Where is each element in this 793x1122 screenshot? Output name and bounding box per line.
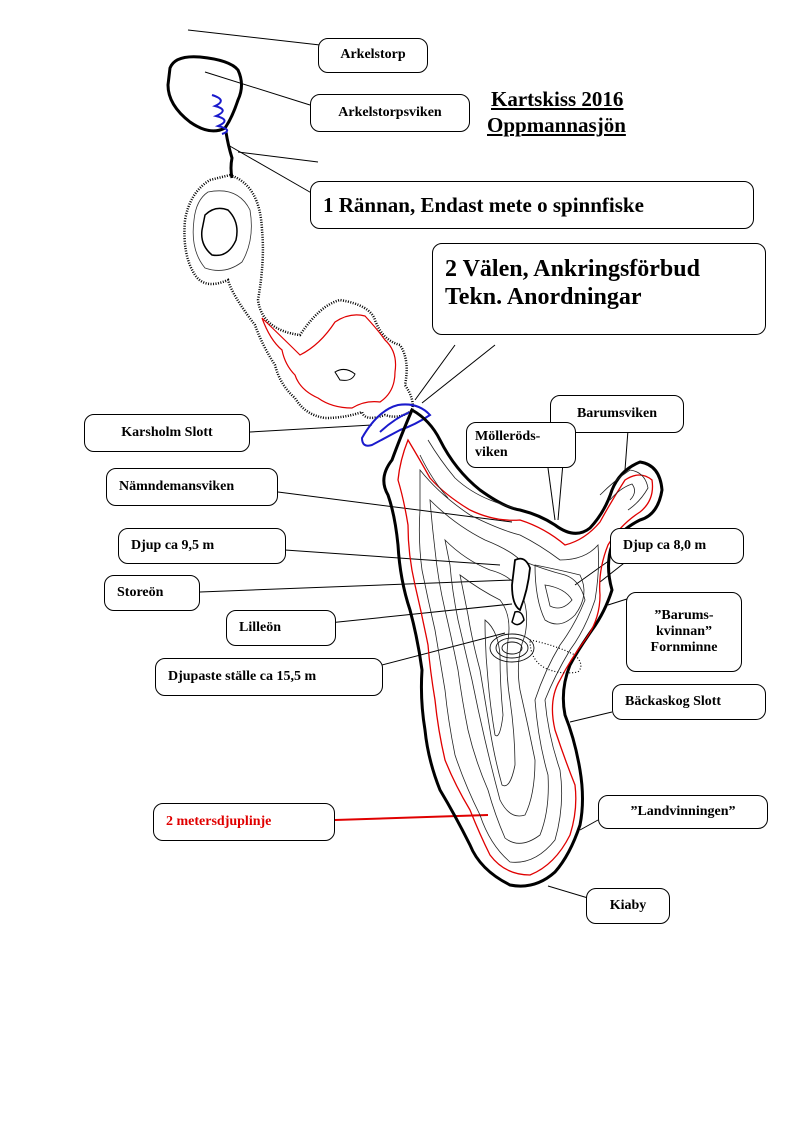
- label-barumskvinnan-line3: Fornminne: [650, 640, 718, 656]
- label-mollerods-line2: viken: [475, 445, 508, 460]
- label-rannan-text: 1 Rännan, Endast mete o spinnfiske: [323, 192, 644, 217]
- two-meter-leader: [334, 814, 489, 821]
- label-karsholm-text: Karsholm Slott: [121, 424, 213, 440]
- label-namndemansviken: Nämndemansviken: [106, 468, 278, 506]
- map-title-line2: Oppmannasjön: [487, 113, 626, 137]
- label-barumskvinnan-line2: kvinnan”: [655, 623, 713, 639]
- label-storeon-text: Storeön: [117, 584, 164, 600]
- label-karsholm: Karsholm Slott: [84, 414, 250, 452]
- label-backaskog-text: Bäckaskog Slott: [625, 693, 722, 709]
- label-arkelstorpsviken: Arkelstorpsviken: [310, 94, 470, 132]
- label-valen-line2: Tekn. Anordningar: [445, 283, 642, 310]
- label-djup-95-text: Djup ca 9,5 m: [131, 537, 215, 553]
- label-djupaste: Djupaste ställe ca 15,5 m: [155, 658, 383, 696]
- label-barumsviken-text: Barumsviken: [576, 405, 658, 421]
- label-arkelstorp-text: Arkelstorp: [340, 47, 406, 63]
- map-title-line1: Kartskiss 2016: [491, 87, 624, 111]
- main-lake-shore: [382, 407, 664, 888]
- upper-lake-small-island: [334, 368, 356, 381]
- label-kiaby: Kiaby: [586, 888, 670, 924]
- label-mollerods-line1: Mölleröds-: [475, 428, 541, 444]
- label-mollerodsviken: Mölleröds- viken: [466, 422, 576, 468]
- map-title: Kartskiss 2016 Oppmannasjön: [487, 86, 626, 138]
- label-djup-80: Djup ca 8,0 m: [610, 528, 744, 564]
- upper-lake-island: [200, 207, 238, 257]
- label-djup-80-text: Djup ca 8,0 m: [623, 537, 707, 553]
- label-lilleon-text: Lilleön: [239, 619, 282, 635]
- lilleon-island: [511, 610, 525, 626]
- label-backaskog: Bäckaskog Slott: [612, 684, 766, 720]
- deep-spot-contours: [489, 633, 535, 663]
- upper-lake-two-meter: [261, 314, 397, 409]
- label-rannan: 1 Rännan, Endast mete o spinnfiske: [310, 181, 754, 229]
- label-landvinningen-text: ”Landvinningen”: [630, 803, 736, 819]
- label-djupaste-text: Djupaste ställe ca 15,5 m: [168, 668, 317, 684]
- valen-blue-zone: [360, 403, 432, 447]
- storeon-island: [511, 557, 531, 612]
- main-lake-two-meter: [397, 438, 654, 876]
- label-two-meter-line: 2 metersdjuplinje: [153, 803, 335, 841]
- rannan-blue-zone: [211, 94, 229, 135]
- rannan-channel: [224, 131, 234, 179]
- label-djup-95: Djup ca 9,5 m: [118, 528, 286, 564]
- label-lilleon: Lilleön: [226, 610, 336, 646]
- label-namndemansviken-text: Nämndemansviken: [119, 478, 235, 494]
- label-barumskvinnan-line1: ”Barums-: [654, 607, 714, 623]
- label-valen: 2 Välen, Ankringsförbud Tekn. Anordninga…: [432, 243, 766, 335]
- label-arkelstorpsviken-text: Arkelstorpsviken: [338, 104, 442, 120]
- upper-lake-contour: [192, 190, 252, 271]
- label-two-meter-line-text: 2 metersdjuplinje: [166, 813, 272, 829]
- arkelstorpsviken-outline: [166, 55, 243, 133]
- label-valen-line1: 2 Välen, Ankringsförbud: [445, 256, 700, 282]
- label-barumskvinnan: ”Barums- kvinnan” Fornminne: [626, 592, 742, 672]
- label-landvinningen: ”Landvinningen”: [598, 795, 768, 829]
- label-arkelstorp: Arkelstorp: [318, 38, 428, 73]
- upper-lake-shore: [183, 173, 414, 420]
- label-kiaby-text: Kiaby: [609, 897, 647, 913]
- label-storeon: Storeön: [104, 575, 200, 611]
